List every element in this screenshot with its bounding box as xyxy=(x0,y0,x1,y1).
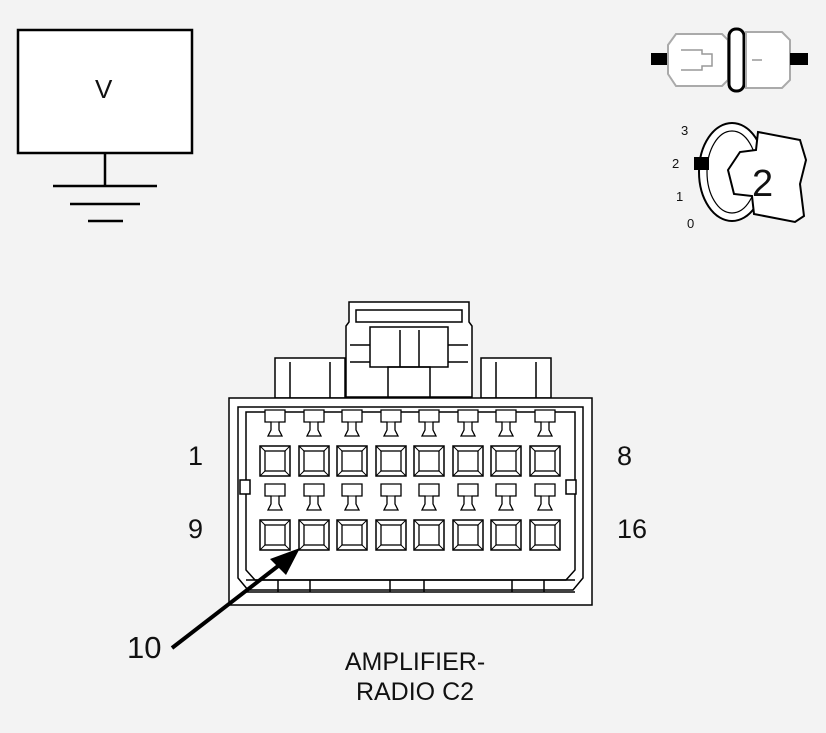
pin-cavity-4 xyxy=(375,409,407,477)
pin-cavity-15 xyxy=(490,483,522,551)
callout-pin-10: 10 xyxy=(127,630,162,665)
pin-cavity-13 xyxy=(413,483,445,551)
ignition-position-2: 2 xyxy=(672,156,680,171)
ignition-position-3: 3 xyxy=(681,123,689,138)
pin-cavity-3 xyxy=(336,409,368,477)
pin-cavity-2 xyxy=(298,409,330,477)
pin-label-1: 1 xyxy=(188,441,204,471)
pin-cavity-10 xyxy=(298,483,330,551)
pin-10-callout-arrow xyxy=(170,548,300,650)
pin-cavity-9 xyxy=(259,483,291,551)
pin-cavity-5 xyxy=(413,409,445,477)
pin-cavity-14 xyxy=(452,483,484,551)
pin-cavity-12 xyxy=(375,483,407,551)
pin-cavities xyxy=(259,409,561,551)
connector-disconnect-icon xyxy=(651,27,808,93)
pin-cavity-8 xyxy=(529,409,561,477)
ignition-key-icon xyxy=(694,122,808,224)
pin-cavity-16 xyxy=(529,483,561,551)
voltmeter-symbol xyxy=(16,28,194,223)
ignition-selected-position: 2 xyxy=(752,163,774,205)
pin-cavity-7 xyxy=(490,409,522,477)
pin-cavity-11 xyxy=(336,483,368,551)
connector-title-line1: AMPLIFIER- xyxy=(344,648,486,676)
pin-label-9: 9 xyxy=(188,514,204,544)
pin-label-16: 16 xyxy=(617,514,648,544)
ignition-position-1: 1 xyxy=(676,189,684,204)
ignition-position-0: 0 xyxy=(687,216,695,231)
connector-title-line2: RADIO C2 xyxy=(355,678,475,706)
pin-label-8: 8 xyxy=(617,441,633,471)
pin-cavity-1 xyxy=(259,409,291,477)
pin-cavity-6 xyxy=(452,409,484,477)
connector-title: AMPLIFIER- RADIO C2 xyxy=(330,647,500,707)
voltmeter-label: V xyxy=(95,74,113,104)
